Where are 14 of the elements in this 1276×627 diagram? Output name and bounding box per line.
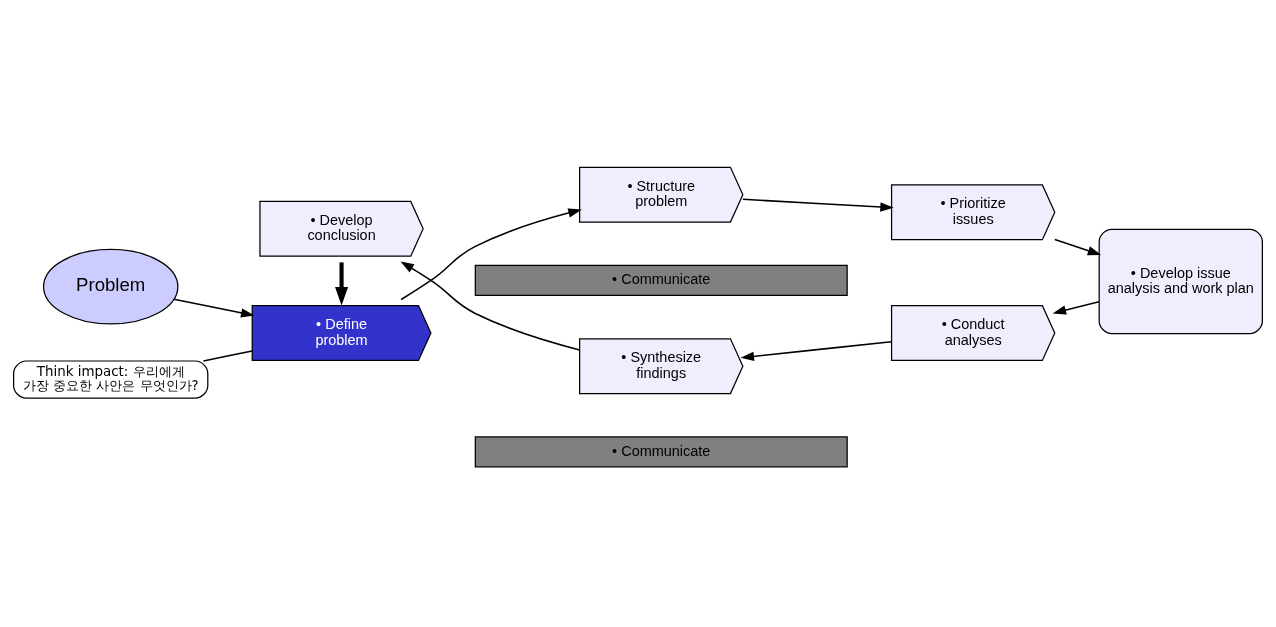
arrow: [400, 207, 582, 300]
node-box: Think impact: 우리에게 가장 중요한 사안은 무엇인가?: [13, 359, 209, 399]
arrow: [740, 340, 893, 361]
node-box: • Communicate: [474, 264, 848, 296]
arrow: [400, 260, 581, 351]
node-ellipse: Problem: [42, 248, 179, 324]
arrow: [173, 298, 255, 318]
connector: [202, 349, 253, 362]
arrow: [1052, 300, 1100, 315]
node-box: • Develop issue analysis and work plan: [1098, 228, 1263, 334]
node-box: • Communicate: [474, 435, 848, 467]
arrow: [742, 198, 894, 212]
arrow: [1054, 238, 1102, 255]
arrow: [335, 261, 349, 306]
